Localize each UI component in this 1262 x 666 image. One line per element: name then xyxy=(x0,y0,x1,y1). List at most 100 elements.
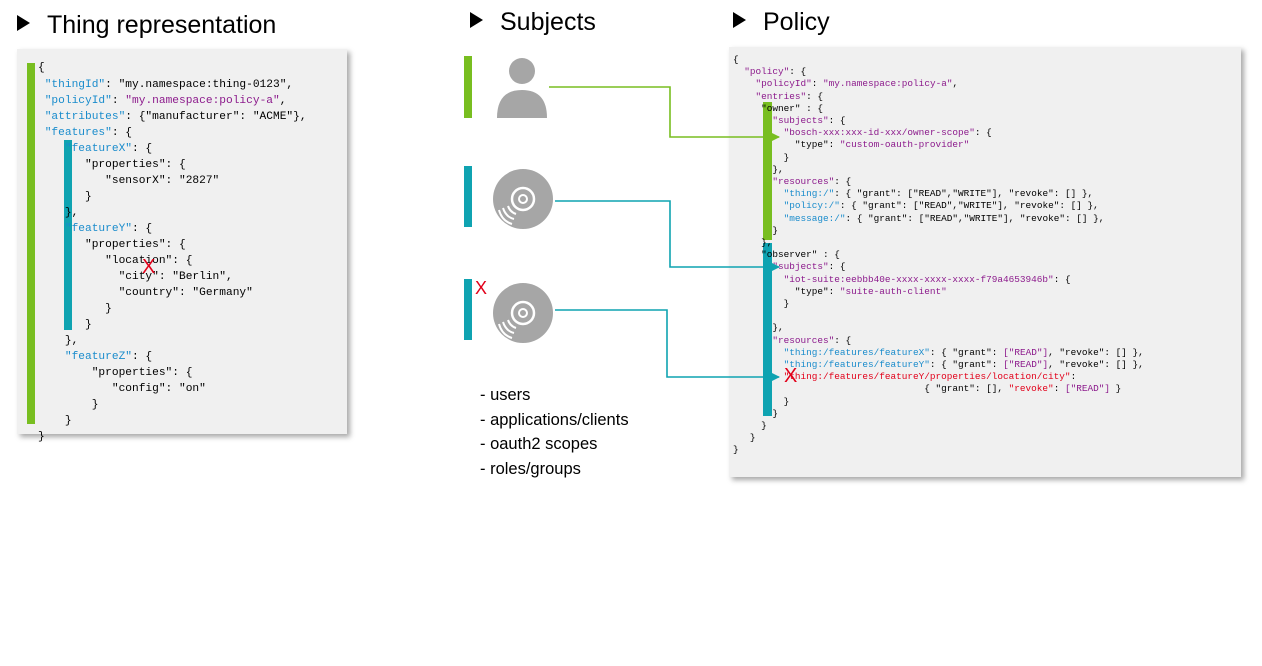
code-line: "policy:/": { "grant": ["READ","WRITE"],… xyxy=(783,200,1099,212)
code-line: "config": "on" xyxy=(38,383,206,395)
subject-types-list: - users - applications/clients - oauth2 … xyxy=(480,383,629,481)
code-line: } xyxy=(733,224,779,236)
denied-resource-marker: X xyxy=(784,365,798,387)
code-line: "subjects": { xyxy=(772,115,846,126)
code-line: } xyxy=(733,151,790,163)
code-key: "thingId" xyxy=(38,79,106,91)
code-key: "featureX" xyxy=(38,143,132,155)
code-line: } xyxy=(38,399,99,411)
code-line: { xyxy=(38,62,45,74)
code-line: } xyxy=(38,319,92,331)
code-key: "revoke" xyxy=(1008,383,1054,395)
code-key: "policyId" xyxy=(38,95,112,107)
observer-entry-bar xyxy=(763,243,772,416)
code-line: "location": { xyxy=(38,255,193,267)
list-item: - oauth2 scopes xyxy=(480,435,598,453)
list-item: - applications/clients xyxy=(480,410,629,429)
user-subject-bar xyxy=(464,56,472,118)
owner-entry-bar xyxy=(763,102,772,240)
code-line: } xyxy=(38,191,92,203)
code-key: "thing:/features/featureY/properties/loc… xyxy=(783,371,1071,383)
client-disc-icon xyxy=(493,169,553,229)
code-line: } xyxy=(733,444,739,456)
code-key: "attributes" xyxy=(38,111,126,123)
code-value: ["READ"] xyxy=(1064,383,1110,395)
list-item: - roles/groups xyxy=(480,459,581,478)
observer-connector xyxy=(555,200,780,271)
code-line: "subjects": { xyxy=(772,261,846,273)
featurey-access-bar xyxy=(64,140,72,330)
code-line: "sensorX": "2827" xyxy=(38,175,220,187)
code-line: } xyxy=(733,407,779,419)
code-value: ["READ"] xyxy=(1003,359,1049,370)
thing-json-panel xyxy=(17,49,347,434)
code-line: "featureY": { xyxy=(38,223,153,235)
denied-city-marker: X xyxy=(142,256,156,278)
code-line: "policy": { xyxy=(744,66,807,78)
code-line: } xyxy=(733,420,767,431)
owner-connector xyxy=(549,86,780,141)
code-line: "thing:/": { "grant": ["READ","WRITE"], … xyxy=(783,188,1094,200)
code-line: "city": "Berlin", xyxy=(38,271,233,283)
code-line: "country": "Germany" xyxy=(38,287,253,299)
code-line: } xyxy=(38,303,112,315)
code-key: "features" xyxy=(38,127,112,139)
triangle-bullet-icon xyxy=(470,12,483,28)
code-line: "message:/": { "grant": ["READ","WRITE"]… xyxy=(783,212,1105,224)
code-line: "type": "suite-auth-client" xyxy=(733,285,947,297)
code-line: "bosch-xxx:xxx-id-xxx/owner-scope": { xyxy=(783,127,992,139)
code-key: "policy:/" xyxy=(783,200,840,212)
code-line: }, xyxy=(733,237,773,248)
code-key: "entries" xyxy=(755,90,807,102)
list-item: - users xyxy=(480,386,531,404)
code-value: "bosch-xxx:xxx-id-xxx/owner-scope" xyxy=(783,127,975,139)
subjects-title: Subjects xyxy=(470,7,596,37)
code-value: "custom-oauth-provider" xyxy=(839,139,970,151)
code-key: "featureZ" xyxy=(38,351,132,363)
code-line: { "grant": [], "revoke": ["READ"] } xyxy=(733,383,1122,395)
code-line: }, xyxy=(733,163,784,175)
code-line: }, xyxy=(38,335,79,347)
client-disc-icon xyxy=(493,283,553,343)
policy-title-text: Policy xyxy=(763,8,830,36)
code-line: "policyId": "my.namespace:policy-a", xyxy=(755,78,959,90)
code-key: "subjects" xyxy=(772,115,829,126)
user-icon xyxy=(497,58,547,118)
code-line: "resources": { xyxy=(772,334,852,346)
code-line: "thingId": "my.namespace:thing-0123", xyxy=(38,79,294,91)
policy-json-panel xyxy=(729,47,1241,477)
code-key: "thing:/" xyxy=(783,188,835,200)
code-value: "iot-suite:eebbb40e-xxxx-xxxx-xxxx-f79a4… xyxy=(783,273,1054,285)
code-key: "thing:/features/featureY" xyxy=(783,359,930,370)
code-line: "policyId": "my.namespace:policy-a", xyxy=(38,95,287,107)
code-value: "suite-auth-client" xyxy=(839,285,947,297)
code-line: "owner" : { xyxy=(733,102,824,114)
policy-title: Policy xyxy=(733,7,830,37)
code-line: "iot-suite:eebbb40e-xxxx-xxxx-xxxx-f79a4… xyxy=(783,273,1071,285)
code-line: "type": "custom-oauth-provider" xyxy=(733,139,970,151)
code-line: "observer" : { xyxy=(733,249,840,261)
client2-subject-bar xyxy=(464,279,472,340)
code-line: "thing:/features/featureY": { "grant": [… xyxy=(783,359,1144,370)
code-line: } xyxy=(733,298,790,309)
code-line: }, xyxy=(38,207,79,219)
code-key: "resources" xyxy=(772,334,835,346)
code-line: } xyxy=(733,432,756,444)
code-key: "message:/" xyxy=(783,212,846,224)
code-line: "properties": { xyxy=(38,159,186,171)
client1-subject-bar xyxy=(464,166,472,227)
connector-lines xyxy=(549,86,780,381)
code-value: "my.namespace:policy-a" xyxy=(823,78,953,90)
code-line: "thing:/features/featureY/properties/loc… xyxy=(783,371,1077,383)
code-key: "featureY" xyxy=(38,223,132,235)
code-key: "policyId" xyxy=(755,78,812,90)
code-line: }, xyxy=(733,322,784,334)
code-key: "policy" xyxy=(744,66,790,78)
code-line: "entries": { xyxy=(755,90,824,102)
denied-client-connector xyxy=(555,309,780,381)
code-line: } xyxy=(38,431,45,443)
code-line: } xyxy=(38,415,72,427)
code-line: "features": { xyxy=(38,127,133,139)
code-value: ["READ"] xyxy=(1003,346,1049,358)
owner-access-bar xyxy=(27,63,35,424)
